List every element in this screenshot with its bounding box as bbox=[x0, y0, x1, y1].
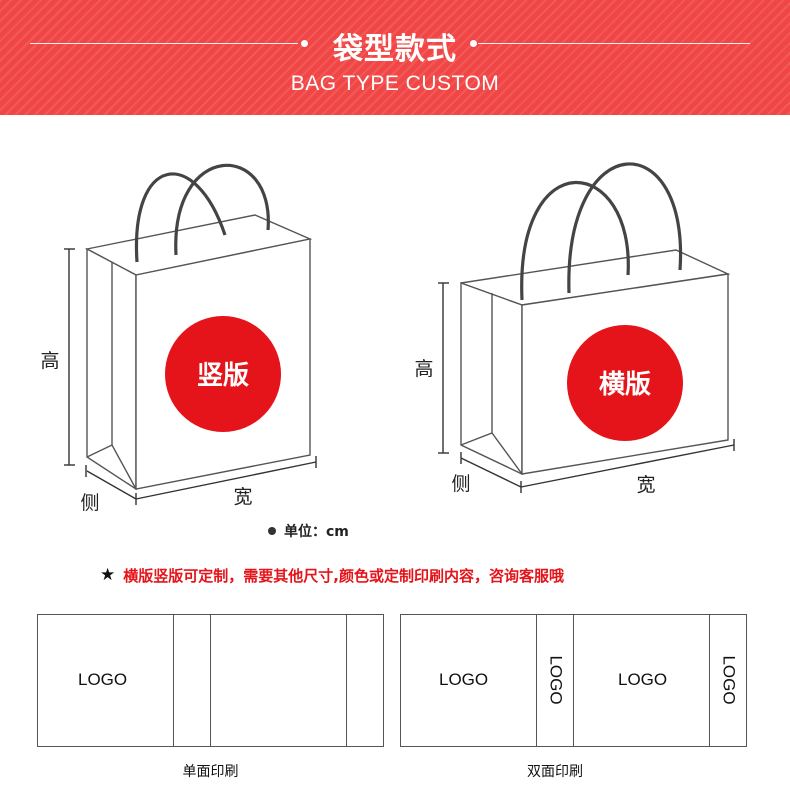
height-dimension bbox=[64, 248, 75, 466]
fold-line bbox=[210, 615, 211, 746]
vertical-height-label: 高 bbox=[40, 350, 59, 372]
logo-front: LOGO bbox=[78, 670, 128, 689]
unit-row: 单位：cm bbox=[268, 521, 349, 541]
fold-line bbox=[536, 615, 537, 746]
vertical-badge-label: 竖版 bbox=[197, 361, 249, 391]
single-side-layout: LOGO bbox=[37, 614, 384, 747]
logo-back: LOGO bbox=[618, 670, 668, 689]
page-title: 袋型款式 bbox=[333, 32, 457, 67]
bullet-icon bbox=[268, 527, 276, 535]
width-dimension bbox=[135, 456, 317, 500]
height-dimension bbox=[438, 282, 449, 454]
horizontal-side-label: 侧 bbox=[451, 473, 470, 495]
double-side-layout: LOGO LOGO LOGO LOGO bbox=[400, 614, 747, 747]
fold-line bbox=[709, 615, 710, 746]
banner-dot-left bbox=[301, 40, 308, 47]
double-side-caption: 双面印刷 bbox=[527, 764, 583, 780]
horizontal-badge-circle bbox=[567, 325, 683, 441]
vertical-width-label: 宽 bbox=[233, 486, 252, 508]
single-side-caption: 单面印刷 bbox=[182, 764, 239, 780]
note-text: 横版竖版可定制，需要其他尺寸,颜色或定制印刷内容，咨询客服哦 bbox=[123, 566, 564, 585]
bag-illustrations: 竖版 高 侧 宽 横版 高 侧 宽 bbox=[40, 162, 735, 514]
horizontal-badge-label: 横版 bbox=[599, 370, 651, 400]
horizontal-bag bbox=[438, 162, 735, 493]
header-banner: 袋型款式 BAG TYPE CUSTOM bbox=[0, 0, 790, 115]
fold-line bbox=[173, 615, 174, 746]
banner-dot-right bbox=[470, 40, 477, 47]
custom-note: ★ 横版竖版可定制，需要其他尺寸,颜色或定制印刷内容，咨询客服哦 bbox=[100, 564, 564, 586]
width-dimension bbox=[520, 439, 735, 488]
vertical-badge-circle bbox=[165, 316, 281, 432]
horizontal-width-label: 宽 bbox=[636, 474, 655, 496]
banner-divider-left bbox=[30, 43, 298, 44]
page-subtitle: BAG TYPE CUSTOM bbox=[290, 72, 500, 95]
logo-side-2: LOGO bbox=[719, 655, 739, 705]
logo-side-1: LOGO bbox=[546, 655, 566, 705]
fold-line bbox=[346, 615, 347, 746]
banner-divider-right bbox=[478, 43, 750, 44]
logo-front: LOGO bbox=[439, 670, 489, 689]
fold-line bbox=[573, 615, 574, 746]
horizontal-height-label: 高 bbox=[414, 358, 433, 380]
star-icon: ★ bbox=[100, 565, 116, 585]
unit-label: 单位：cm bbox=[284, 524, 349, 540]
vertical-side-label: 侧 bbox=[80, 492, 99, 514]
